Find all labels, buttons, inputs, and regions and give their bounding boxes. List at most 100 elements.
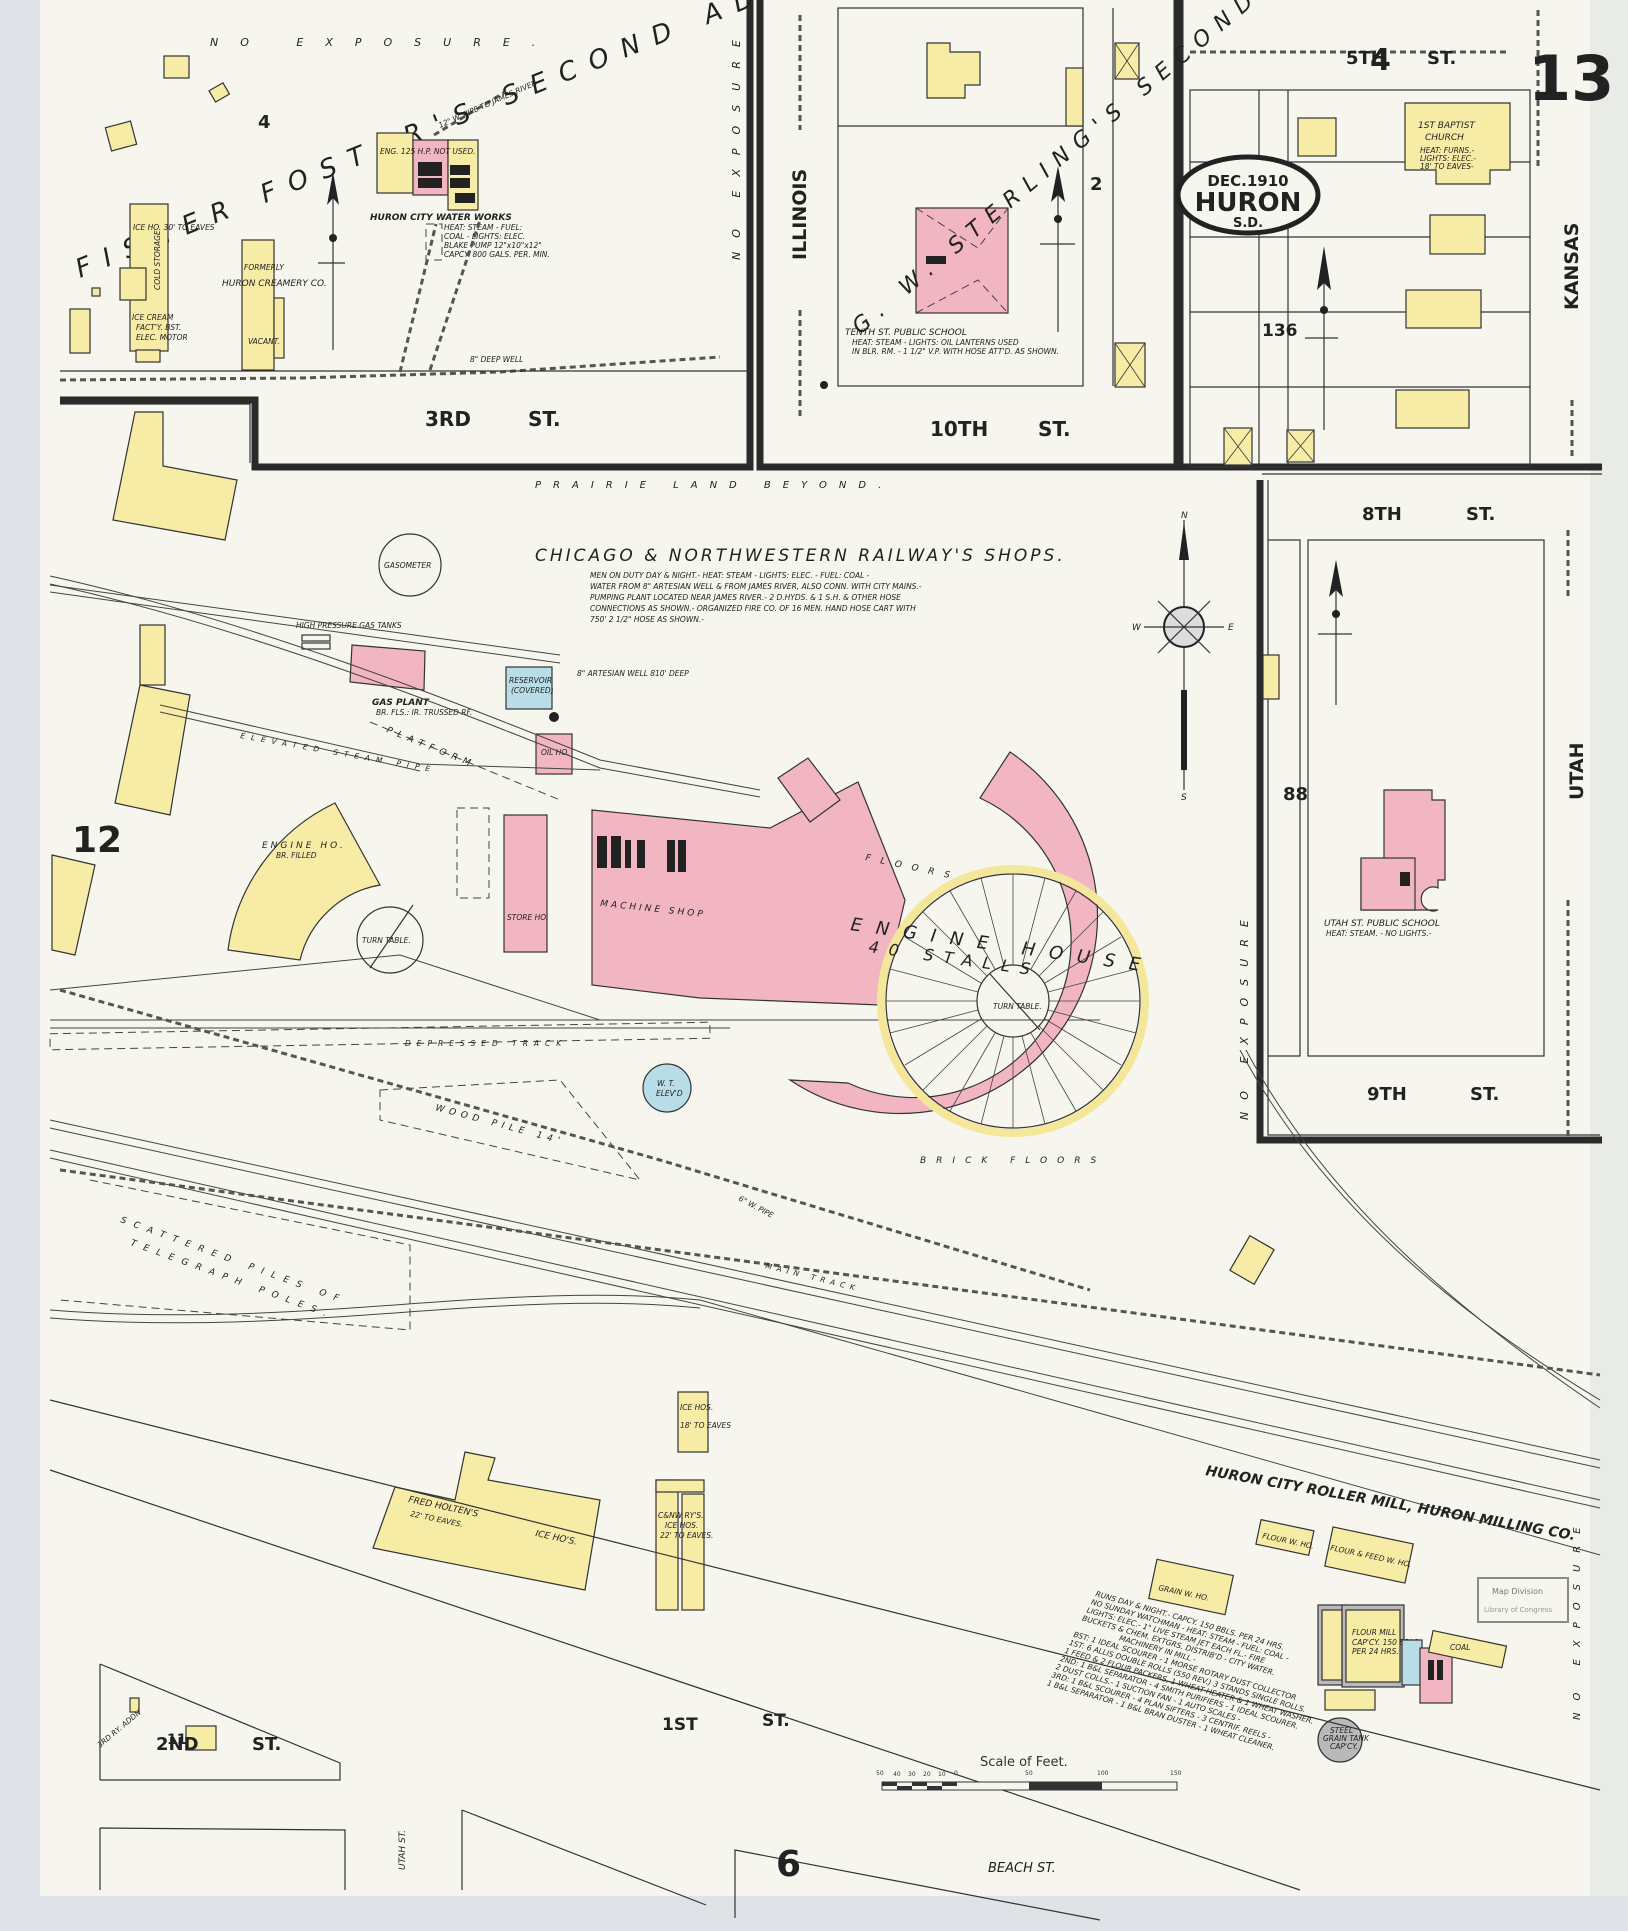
steel-grain-tank bbox=[1317, 1717, 1363, 1763]
svg-text:CAP'CY. 150 BBLS.: CAP'CY. 150 BBLS. bbox=[1352, 1638, 1421, 1647]
svg-text:W: W bbox=[1132, 623, 1142, 633]
svg-text:BR. FLS.: IR. TRUSSED RF.: BR. FLS.: IR. TRUSSED RF. bbox=[376, 708, 472, 717]
roundhouse-40-stalls bbox=[787, 751, 1098, 1115]
svg-text:GRAIN TANK: GRAIN TANK bbox=[1323, 1734, 1370, 1743]
first-baptist-church bbox=[1404, 102, 1511, 185]
svg-text:HEAT: STEAM. - NO LIGHTS.-: HEAT: STEAM. - NO LIGHTS.- bbox=[1326, 929, 1432, 938]
svg-text:WATER FROM 8" ARTESIAN WELL &: WATER FROM 8" ARTESIAN WELL & FROM JAMES… bbox=[590, 582, 922, 591]
svg-text:8" DEEP WELL: 8" DEEP WELL bbox=[470, 355, 523, 364]
block-number-4b: 4 bbox=[1370, 43, 1391, 78]
svg-text:ELEC. MOTOR: ELEC. MOTOR bbox=[136, 333, 188, 342]
turntable-radial-tracks bbox=[886, 874, 1140, 1128]
svg-text:TURN TABLE.: TURN TABLE. bbox=[362, 936, 411, 945]
svg-text:ST.: ST. bbox=[1466, 504, 1495, 525]
dwelling bbox=[1405, 289, 1482, 329]
svg-text:HIGH PRESSURE GAS TANKS: HIGH PRESSURE GAS TANKS bbox=[296, 621, 402, 630]
svg-text:BLAKE PUMP 12"x10"x12": BLAKE PUMP 12"x10"x12" bbox=[444, 241, 542, 250]
gas-plant bbox=[349, 644, 426, 691]
svg-text:8" ARTESIAN WELL 810' DEEP: 8" ARTESIAN WELL 810' DEEP bbox=[577, 669, 689, 678]
svg-text:(COVERED): (COVERED) bbox=[511, 686, 554, 695]
block-number-4a: 4 bbox=[258, 112, 271, 133]
flour-feed-warehouse bbox=[1324, 1526, 1414, 1584]
wood-pile bbox=[379, 1079, 642, 1181]
svg-text:BRICK FLOORS: BRICK FLOORS bbox=[920, 1156, 1106, 1166]
svg-text:COAL: COAL bbox=[1450, 1643, 1470, 1652]
tenth-st-school-label: TENTH ST. PUBLIC SCHOOL bbox=[845, 328, 967, 338]
platform-iron-castings bbox=[456, 807, 490, 899]
svg-text:1ST BAPTIST: 1ST BAPTIST bbox=[1418, 121, 1476, 131]
dwelling bbox=[926, 42, 981, 99]
street-5th-label: 5TH bbox=[1346, 48, 1386, 69]
svg-text:OIL HO.: OIL HO. bbox=[541, 748, 569, 757]
street-3rd-label: 3RD bbox=[425, 407, 471, 431]
svg-text:CAP'CY.: CAP'CY. bbox=[1330, 1742, 1358, 1751]
no-exposure-mill: NO EXPOSURE bbox=[1572, 1515, 1583, 1720]
street-illinois: ILLINOIS bbox=[789, 169, 811, 260]
dwelling bbox=[1429, 214, 1486, 255]
railway-shops-title: CHICAGO & NORTHWESTERN RAILWAY'S SHOPS. bbox=[535, 546, 1066, 566]
svg-text:18' TO EAVES-: 18' TO EAVES- bbox=[1420, 162, 1474, 171]
grain-warehouse bbox=[1147, 1558, 1235, 1616]
street-utah: UTAH bbox=[1566, 742, 1588, 800]
dwelling bbox=[1395, 389, 1470, 429]
svg-text:STEEL: STEEL bbox=[1330, 1726, 1353, 1735]
garage bbox=[104, 120, 138, 152]
turntable-small bbox=[356, 906, 424, 974]
flour-warehouse bbox=[1255, 1518, 1315, 1557]
svg-text:E: E bbox=[1228, 623, 1234, 633]
svg-text:COLD STORAGE: COLD STORAGE bbox=[153, 230, 162, 290]
dwelling bbox=[69, 308, 91, 354]
street-9th-label: 9TH bbox=[1367, 1084, 1407, 1105]
dwelling bbox=[163, 55, 190, 79]
no-exposure-top: NO EXPOSURE. bbox=[210, 36, 557, 49]
store-house bbox=[503, 814, 548, 953]
svg-text:22' TO EAVES.: 22' TO EAVES. bbox=[660, 1531, 713, 1540]
svg-text:750' 2 1/2" HOSE AS SHOWN.-: 750' 2 1/2" HOSE AS SHOWN.- bbox=[590, 615, 704, 624]
water-works-engine-room bbox=[376, 132, 414, 194]
svg-text:C&NW RY'S.: C&NW RY'S. bbox=[658, 1511, 704, 1520]
svg-text:S: S bbox=[1181, 793, 1187, 803]
svg-text:STORE HO.: STORE HO. bbox=[507, 913, 548, 922]
water-works-title: HURON CITY WATER WORKS bbox=[370, 213, 512, 223]
street-10th-label: 10TH bbox=[930, 417, 988, 441]
street-8th-label: 8TH bbox=[1362, 504, 1402, 525]
svg-text:MEN ON DUTY DAY & NIGHT.- HEAT: MEN ON DUTY DAY & NIGHT.- HEAT: STEAM - … bbox=[590, 571, 870, 580]
svg-text:RESERVOIR: RESERVOIR bbox=[509, 676, 552, 685]
adjacent-sheet-12[interactable]: 12 bbox=[72, 820, 122, 861]
svg-text:TURN TABLE.: TURN TABLE. bbox=[993, 1002, 1042, 1011]
reservoir bbox=[505, 666, 553, 710]
compass-rose: N S E W bbox=[1132, 511, 1234, 803]
svg-text:ENGINE HO.: ENGINE HO. bbox=[262, 841, 346, 851]
block-number-88: 88 bbox=[1283, 784, 1308, 805]
former-huron-creamery bbox=[241, 239, 275, 371]
svg-text:DEC.1910: DEC.1910 bbox=[1207, 172, 1288, 190]
svg-text:ICE HO. 30' TO EAVES: ICE HO. 30' TO EAVES bbox=[133, 223, 215, 232]
svg-text:VACANT.: VACANT. bbox=[248, 337, 280, 346]
block-boundary-3rd-st bbox=[60, 0, 754, 471]
sheet-number: 13 bbox=[1528, 42, 1614, 115]
svg-text:HEAT: STEAM - FUEL:: HEAT: STEAM - FUEL: bbox=[444, 223, 522, 232]
svg-text:PER 24 HRS.: PER 24 HRS. bbox=[1352, 1647, 1399, 1656]
svg-text:FLOUR MILL: FLOUR MILL bbox=[1352, 1628, 1396, 1637]
svg-text:PUMPING PLANT LOCATED NEAR JAM: PUMPING PLANT LOCATED NEAR JAMES RIVER.-… bbox=[590, 593, 901, 602]
warehouse bbox=[112, 411, 238, 541]
svg-text:ST.: ST. bbox=[528, 407, 561, 431]
svg-text:HEAT: FURNS.-: HEAT: FURNS.- bbox=[1420, 146, 1475, 155]
blower-house bbox=[777, 757, 841, 823]
coal-shed bbox=[1427, 1629, 1508, 1669]
svg-text:ENG. 125 H.P. NOT USED.: ENG. 125 H.P. NOT USED. bbox=[380, 147, 476, 156]
svg-text:HURON CREAMERY CO.: HURON CREAMERY CO. bbox=[222, 279, 327, 289]
svg-text:ST.: ST. bbox=[1038, 417, 1071, 441]
svg-text:N: N bbox=[1181, 511, 1188, 521]
svg-text:DEPRESSED TRACK: DEPRESSED TRACK bbox=[405, 1039, 567, 1048]
sand-house bbox=[1229, 1234, 1275, 1286]
street-kansas: KANSAS bbox=[1561, 223, 1583, 310]
turntable-main bbox=[976, 964, 1050, 1038]
no-exposure-waterworks: NO EXPOSURE bbox=[730, 26, 743, 260]
gasometer bbox=[378, 533, 442, 597]
water-tank bbox=[642, 1063, 692, 1113]
cnw-ice-houses bbox=[655, 1479, 679, 1611]
svg-text:FACT'Y. BST.: FACT'Y. BST. bbox=[136, 323, 181, 332]
block-number-136: 136 bbox=[1262, 321, 1298, 341]
